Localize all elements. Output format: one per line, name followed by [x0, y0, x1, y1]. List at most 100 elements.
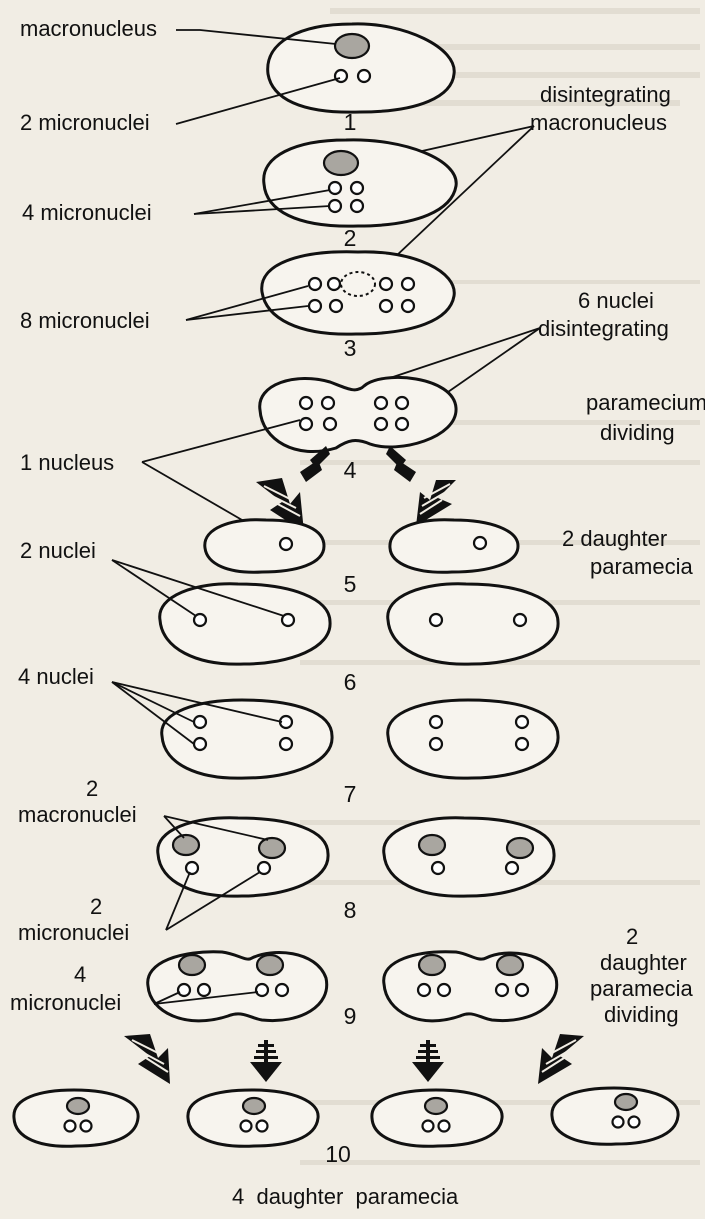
nucleus [298, 416, 314, 432]
micronucleus [255, 1119, 269, 1133]
label-1-nucleus: 1 nucleus [20, 450, 114, 475]
division-arrow-left [256, 446, 330, 532]
paramecium-cell [156, 816, 330, 898]
stage-number: 10 [325, 1141, 351, 1167]
label-macronucleus: macronucleus [20, 16, 157, 41]
micronucleus [611, 1115, 625, 1129]
stage-number: 4 [344, 457, 357, 483]
label-2-micronuclei-num: 2 [90, 894, 102, 919]
leader-line [153, 991, 181, 1005]
label-2-micronuclei: 2 micronuclei [20, 110, 150, 135]
leader-line [185, 305, 309, 321]
paramecium-cell-dividing [382, 950, 559, 1023]
micronucleus [378, 276, 394, 292]
stage-number: 9 [344, 1003, 357, 1029]
division-arrow [412, 1040, 444, 1082]
nucleus [472, 535, 488, 551]
label-dividing: dividing [600, 420, 675, 445]
stage-10: 10 [12, 1086, 680, 1167]
stage-number: 7 [344, 781, 357, 807]
macronucleus [177, 953, 207, 977]
nucleus [320, 395, 336, 411]
label-paramecia: paramecia [590, 554, 693, 579]
micronucleus [274, 982, 290, 998]
nucleus [512, 612, 528, 628]
stage-6: 6 [158, 582, 560, 695]
stage-number: 2 [344, 225, 357, 251]
nucleus [514, 714, 530, 730]
label-paramecia-9: paramecia [590, 976, 693, 1001]
division-arrow [250, 1040, 282, 1082]
macronucleus [417, 833, 447, 857]
label-4-nuclei: 4 nuclei [18, 664, 94, 689]
disintegrating-macronucleus [340, 271, 376, 297]
paramecium-cell [203, 518, 326, 574]
nucleus [322, 416, 338, 432]
paramecium-cell [186, 1088, 320, 1148]
micronucleus [504, 860, 520, 876]
nucleus [298, 395, 314, 411]
micronucleus [254, 982, 270, 998]
micronucleus [79, 1119, 93, 1133]
macronucleus [322, 149, 360, 177]
micronucleus [421, 1119, 435, 1133]
micronucleus [400, 298, 416, 314]
micronucleus [356, 68, 372, 84]
leader-line [111, 559, 285, 617]
micronucleus [349, 180, 365, 196]
micronucleus [494, 982, 510, 998]
label-disintegrating-nuclei: disintegrating [538, 316, 669, 341]
leader-line [165, 871, 191, 931]
paramecium-cell [550, 1086, 680, 1146]
leader-line [165, 871, 261, 931]
paramecium-cell [370, 1088, 504, 1148]
leader-line [153, 991, 259, 1005]
macronucleus [241, 1096, 267, 1116]
macronucleus [65, 1096, 91, 1116]
stage-number: 8 [344, 897, 357, 923]
leader-line [176, 29, 337, 45]
stage-4: 4 [258, 375, 458, 483]
division-arrow [124, 1034, 170, 1084]
micronucleus [327, 180, 343, 196]
macronucleus [495, 953, 525, 977]
micronucleus [307, 298, 323, 314]
macronucleus [613, 1092, 639, 1112]
paramecium-cell [260, 250, 456, 336]
nucleus [394, 395, 410, 411]
paramecium-cell-dividing [146, 950, 329, 1023]
micronucleus [400, 276, 416, 292]
stage-number: 6 [344, 669, 357, 695]
micronucleus [63, 1119, 77, 1133]
macronucleus [423, 1096, 449, 1116]
division-arrow-right [386, 446, 456, 526]
label-2-nuclei: 2 nuclei [20, 538, 96, 563]
nucleus [373, 395, 389, 411]
micronucleus [430, 860, 446, 876]
label-disintegrating-macronucleus: macronucleus [530, 110, 667, 135]
paramecium-cell [386, 582, 560, 666]
nucleus [428, 714, 444, 730]
label-4-micronuclei-num: 4 [74, 962, 86, 987]
macronucleus [257, 836, 287, 860]
stage-8: 8 [156, 816, 556, 923]
micronucleus [196, 982, 212, 998]
label-2: 2 [626, 924, 638, 949]
leader-line [111, 559, 197, 617]
micronucleus [328, 298, 344, 314]
paramecium-cell [386, 698, 560, 780]
nucleus [278, 536, 294, 552]
micronucleus [514, 982, 530, 998]
macronucleus [505, 836, 535, 860]
nucleus [192, 612, 208, 628]
paramecium-cell [388, 518, 520, 574]
micronucleus [256, 860, 272, 876]
micronucleus [349, 198, 365, 214]
label-4-daughter-paramecia: 4 daughter paramecia [232, 1184, 459, 1209]
macronucleus [171, 833, 201, 857]
leader-line [185, 285, 309, 321]
micronucleus [437, 1119, 451, 1133]
nucleus [192, 714, 208, 730]
paramecium-cell [382, 816, 556, 898]
